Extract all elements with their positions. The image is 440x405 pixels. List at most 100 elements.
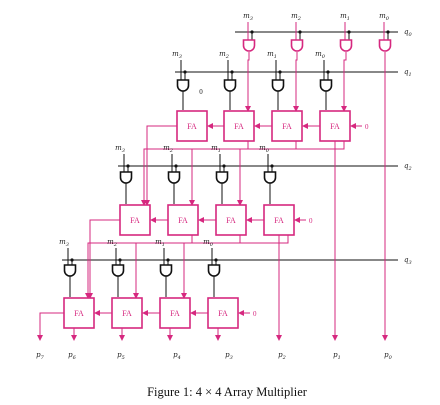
product-label-p2: p2 (278, 351, 286, 361)
and-gate-row2 (167, 171, 181, 184)
and-gate-row0 (242, 39, 256, 52)
sum-path-top (245, 52, 251, 112)
fa-cell (263, 204, 295, 236)
fa-label: FA (226, 216, 236, 225)
fa-label: FA (130, 216, 140, 225)
product-label-p1: p1 (333, 351, 341, 361)
q-tap (230, 70, 234, 74)
and-gate-row1 (319, 79, 333, 92)
row1-m-label-m2: m2 (219, 50, 229, 60)
and-gate-row0 (290, 39, 304, 52)
product-label-p3: p3 (225, 351, 233, 361)
figure-caption: Figure 1: 4 × 4 Array Multiplier (147, 385, 308, 399)
carry-out-path (144, 125, 177, 206)
fa-cell (271, 110, 303, 142)
product-label-p6: p6 (68, 351, 76, 361)
and-gate-row0 (339, 39, 353, 52)
row3-m-label-m2: m2 (107, 238, 117, 248)
fa-cell (63, 297, 95, 329)
fa-cell (223, 110, 255, 142)
q-tap (166, 258, 170, 262)
product-label-p5: p5 (117, 351, 125, 361)
sum-path (85, 235, 193, 299)
sum-path-top (293, 52, 299, 112)
product-label-p4: p4 (173, 351, 181, 361)
and-gate-row1 (271, 79, 285, 92)
carry-in-zero: 0 (309, 217, 313, 225)
top-m-label-m3: m3 (243, 12, 253, 22)
and-gate-row0 (378, 39, 392, 52)
fa-cell (215, 204, 247, 236)
sum-path (189, 141, 297, 206)
row2-m-label-m2: m2 (163, 144, 173, 154)
q-tap (183, 70, 187, 74)
carry-in-zero: 0 (365, 123, 369, 131)
row3-m-label-m3: m3 (59, 238, 69, 248)
fa-label: FA (282, 122, 292, 131)
q2-label: q2 (404, 162, 412, 172)
carry-out-path (87, 219, 120, 299)
fa-cell (319, 110, 351, 142)
fa-label: FA (122, 309, 132, 318)
row1-m-label-m1: m1 (267, 50, 277, 60)
row2-m-label-m3: m3 (115, 144, 125, 154)
fa-cell (159, 297, 191, 329)
top-m-label-m2: m2 (291, 12, 301, 22)
q1-label: q1 (404, 68, 412, 78)
row2-m-label-m1: m1 (211, 144, 221, 154)
p7-wire (37, 312, 64, 341)
shapes (63, 30, 392, 329)
row1-m-label-m3: m3 (172, 50, 182, 60)
q0-tap (250, 30, 254, 34)
and-gate-row2 (263, 171, 277, 184)
and-gate-row3 (63, 264, 77, 277)
row1-m-label-m0: m0 (315, 50, 326, 60)
q-tap (222, 164, 226, 168)
sum-path (237, 141, 345, 206)
and-gate-row2 (119, 171, 133, 184)
q-tap (174, 164, 178, 168)
q-tap (278, 70, 282, 74)
q-tap (326, 70, 330, 74)
sum-path (181, 235, 289, 299)
and-gate-row1 (223, 79, 237, 92)
and-gate-row2 (215, 171, 229, 184)
q-tap (70, 258, 74, 262)
row2-m-label-m0: m0 (259, 144, 270, 154)
and-gate-row1 (176, 79, 190, 92)
fa-label: FA (178, 216, 188, 225)
carry-in-zero: 0 (253, 310, 257, 318)
q-tap (270, 164, 274, 168)
fa-label: FA (74, 309, 84, 318)
top-zero-input: 0 (199, 88, 203, 96)
fa-cell (111, 297, 143, 329)
fa-label: FA (187, 122, 197, 131)
fa-cell (176, 110, 208, 142)
fa-cell (167, 204, 199, 236)
sum-path (141, 141, 249, 206)
and-gate-row3 (159, 264, 173, 277)
fa-cell (207, 297, 239, 329)
and-gate-row3 (111, 264, 125, 277)
q0-tap (347, 30, 351, 34)
fa-cell (119, 204, 151, 236)
wires (37, 22, 398, 341)
fa-label: FA (274, 216, 284, 225)
q-tap (118, 258, 122, 262)
q3-label: q3 (404, 256, 412, 266)
fa-label: FA (330, 122, 340, 131)
fa-label: FA (234, 122, 244, 131)
product-label-p7: p7 (36, 351, 44, 361)
q0-tap (298, 30, 302, 34)
fa-label: FA (218, 309, 228, 318)
top-m-label-m0: m0 (379, 12, 390, 22)
product-label-p0: p0 (384, 351, 392, 361)
q0-tap (386, 30, 390, 34)
row3-m-label-m1: m1 (155, 238, 165, 248)
sum-path (133, 235, 241, 299)
sum-path-top (341, 52, 347, 112)
fa-label: FA (170, 309, 180, 318)
q-tap (214, 258, 218, 262)
